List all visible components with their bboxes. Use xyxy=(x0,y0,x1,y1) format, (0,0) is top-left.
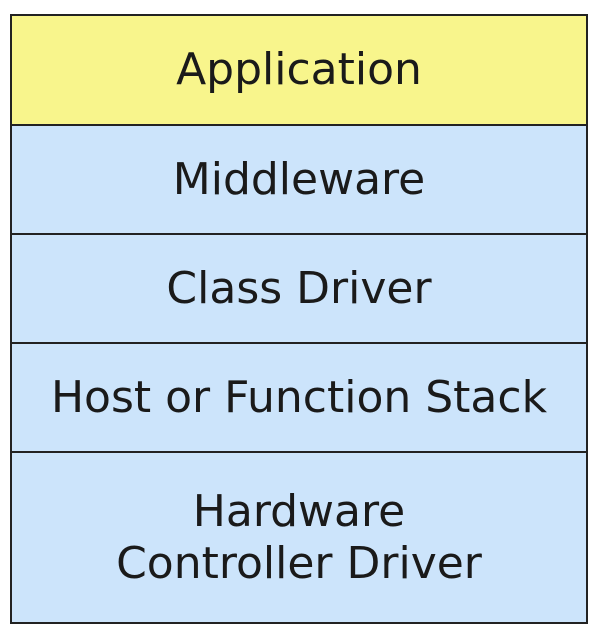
layer-class-driver: Class Driver xyxy=(12,235,586,344)
layer-middleware: Middleware xyxy=(12,126,586,235)
layer-hardware-controller-driver: Hardware Controller Driver xyxy=(12,453,586,622)
layer-application: Application xyxy=(12,16,586,126)
software-stack-diagram: Application Middleware Class Driver Host… xyxy=(10,14,588,624)
layer-host-or-function-stack: Host or Function Stack xyxy=(12,344,586,453)
